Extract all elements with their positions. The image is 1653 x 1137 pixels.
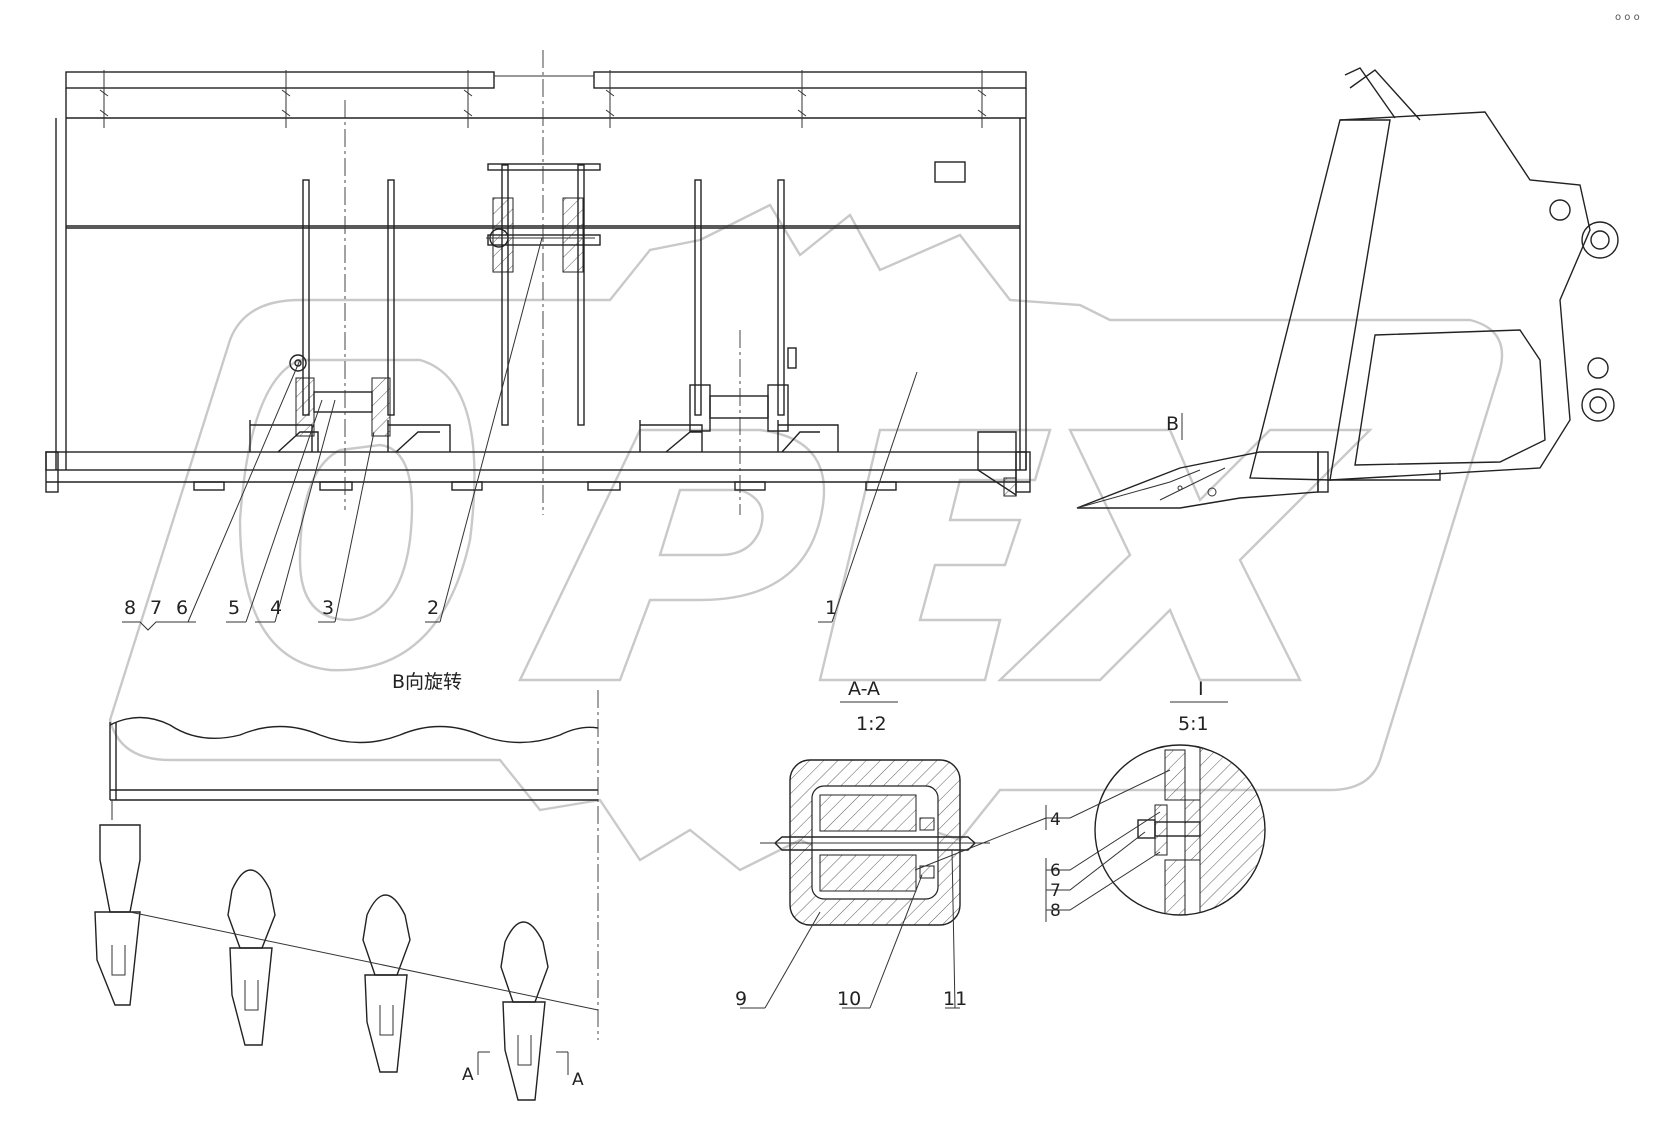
detail-callout-8: 8 <box>1050 901 1061 921</box>
part-number-4: 4 <box>270 597 282 619</box>
detail-i-leaders <box>1045 769 1171 922</box>
section-aa-scale: 1:2 <box>856 713 887 735</box>
bucket-side-view: B <box>1076 67 1619 509</box>
section-mark-a-right: A <box>572 1070 584 1090</box>
section-aa-leaders <box>740 849 960 1009</box>
view-b-marker: B <box>1166 413 1179 435</box>
detail-callout-7: 7 <box>1050 881 1061 901</box>
detail-callout-4: 4 <box>1050 810 1061 830</box>
section-a-a: A-A 1:2 <box>760 678 990 926</box>
detail-callout-6: 6 <box>1050 861 1061 881</box>
detail-i: I 5:1 <box>1094 678 1266 916</box>
section-aa-title: A-A <box>848 678 880 700</box>
part-number-9: 9 <box>735 988 747 1010</box>
part-number-7: 7 <box>150 597 162 619</box>
part-number-1: 1 <box>825 597 837 619</box>
detail-i-title: I <box>1198 678 1204 700</box>
watermark-text: OPEX <box>1500 1124 1503 1126</box>
part-number-11: 11 <box>943 988 967 1010</box>
part-leaders <box>122 237 918 631</box>
part-number-5: 5 <box>228 597 240 619</box>
part-number-3: 3 <box>322 597 334 619</box>
view-b-title: B向旋转 <box>392 671 462 693</box>
part-number-6: 6 <box>176 597 188 619</box>
part-number-8: 8 <box>124 597 136 619</box>
watermark-logo: o o o <box>108 12 1640 872</box>
corner-mark: o o o <box>1615 12 1640 23</box>
part-number-2: 2 <box>427 597 439 619</box>
detail-i-scale: 5:1 <box>1178 713 1209 735</box>
section-mark-a-left: A <box>462 1065 474 1085</box>
bucket-front-view <box>45 50 1031 515</box>
view-b-rotated: B向旋转 A A <box>94 671 599 1101</box>
part-number-10: 10 <box>837 988 861 1010</box>
